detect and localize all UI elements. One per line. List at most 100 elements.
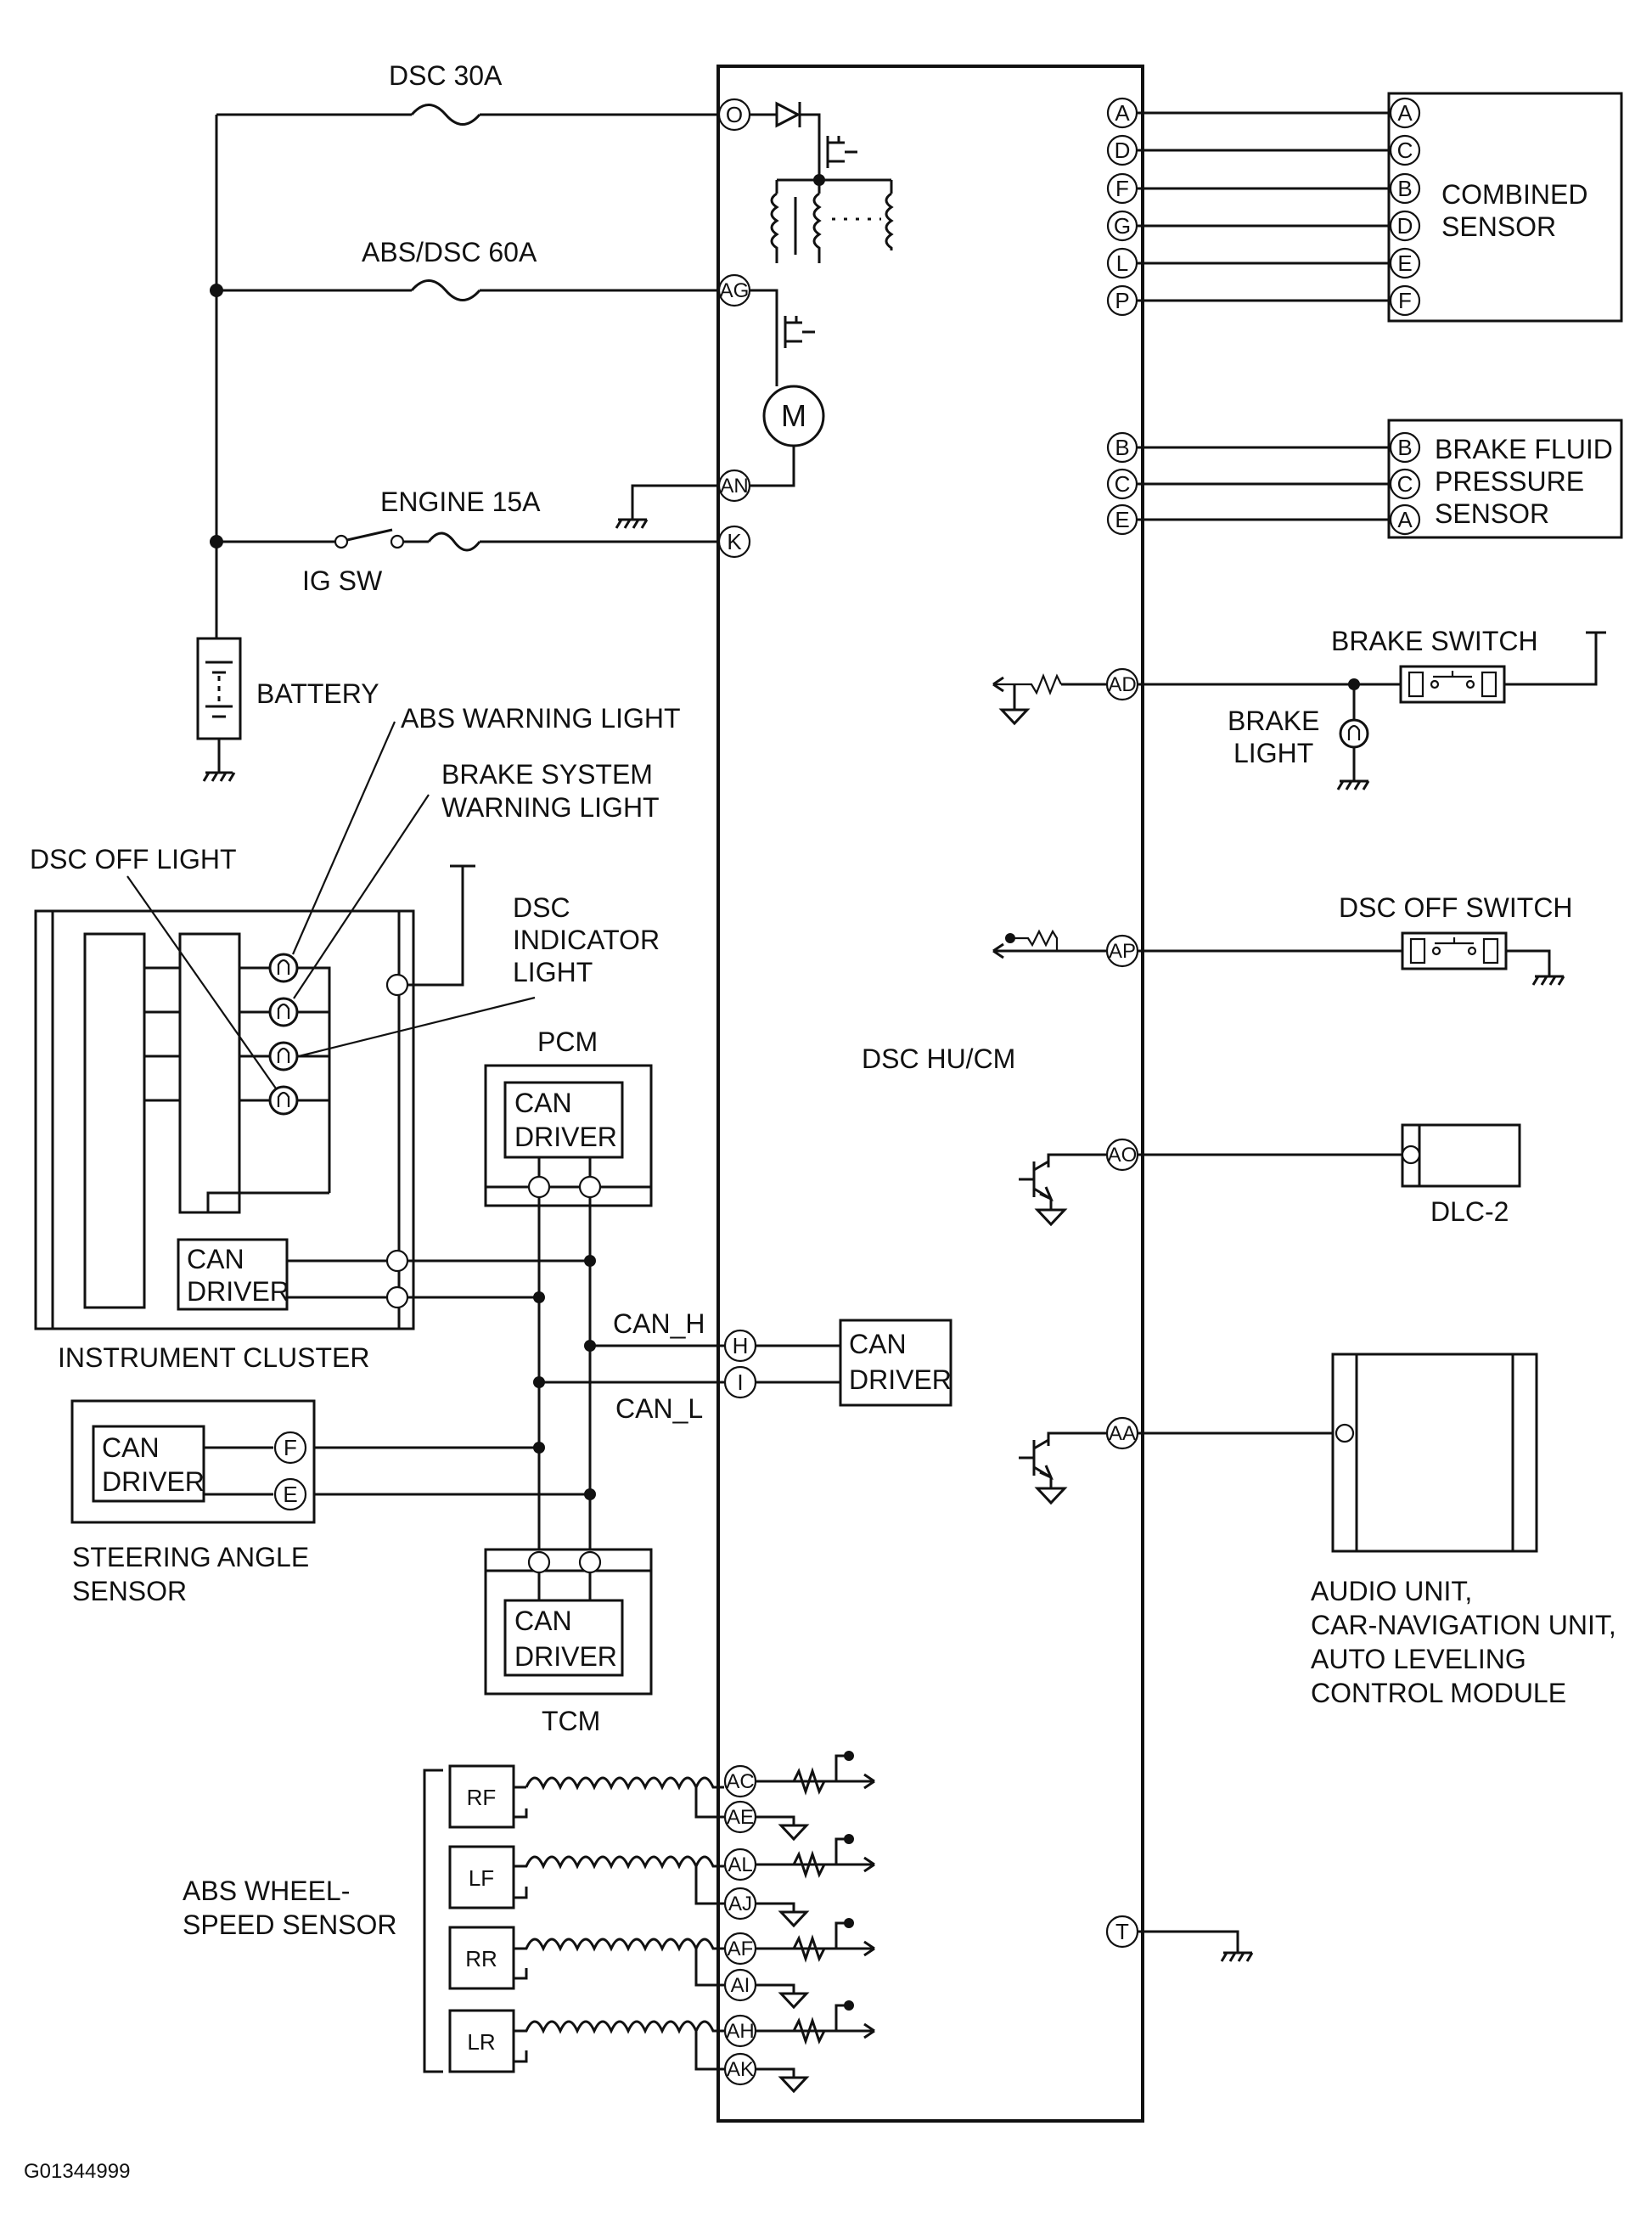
svg-text:AO: AO [1108,1144,1138,1167]
abs-dsc-60a-fuse [410,279,481,301]
svg-text:AJ: AJ [728,1893,752,1915]
wheel-sensor-lf [448,1845,515,1909]
tcm-section: CAN DRIVER TCM [484,1548,653,1736]
svg-text:DRIVER: DRIVER [514,1122,617,1152]
svg-text:DRIVER: DRIVER [849,1364,952,1395]
svg-text:INDICATOR: INDICATOR [513,925,660,955]
solenoid-coil-1 [770,192,779,263]
svg-text:I: I [737,1370,743,1395]
svg-text:SPEED SENSOR: SPEED SENSOR [183,1909,397,1940]
svg-text:D: D [1115,138,1131,163]
abs-wheel-speed-sensor-section: ABS WHEEL- SPEED SENSOR RF LF RR LR AC A… [183,1751,875,2094]
svg-text:H: H [733,1333,749,1358]
svg-text:F: F [284,1435,297,1460]
solenoid-coil-n [885,192,894,250]
dlc-2-section: AO DLC-2 [1019,1123,1521,1227]
svg-text:WARNING LIGHT: WARNING LIGHT [441,792,660,823]
svg-text:DRIVER: DRIVER [514,1641,617,1672]
dsc-hu-cm-label: DSC HU/CM [862,1043,1015,1074]
pcm-label: PCM [537,1026,598,1057]
dsc-indicator-bulb-icon [268,1041,299,1071]
pcm-can-driver-box [503,1081,624,1159]
pcm-section: CAN DRIVER PCM [484,1026,653,1207]
svg-text:F: F [1115,176,1129,201]
svg-text:A: A [1397,100,1413,126]
ad-resistor-icon [993,673,1062,695]
internal-relays: M [615,101,894,529]
svg-text:B: B [1397,176,1412,201]
ig-switch-label: IG SW [302,565,383,596]
svg-text:B: B [1397,435,1412,460]
fuse-dsc-label: DSC 30A [389,60,503,91]
dsc-30a-fuse [410,104,481,126]
instrument-cluster-section: CAN DRIVER INSTRUMENT CLUSTER ABS WARNIN… [30,703,681,1373]
svg-text:CAN: CAN [849,1329,907,1359]
svg-text:C: C [1397,471,1413,497]
svg-text:COMBINED: COMBINED [1441,179,1587,210]
cluster-can-driver-box [177,1238,289,1311]
svg-text:C: C [1115,471,1131,497]
svg-text:A: A [1115,100,1130,126]
svg-text:RR: RR [465,1946,497,1971]
svg-text:STEERING ANGLE: STEERING ANGLE [72,1542,309,1572]
svg-text:G: G [1114,213,1131,239]
svg-text:DRIVER: DRIVER [102,1466,205,1497]
brake-switch-label: BRAKE SWITCH [1331,626,1538,656]
svg-text:C: C [1397,138,1413,163]
combined-sensor-box [1387,92,1623,323]
audio-unit-section: AA AUDIO UNIT, CAR-NAVIGATION UNIT, AUTO… [1019,1353,1616,1708]
unit-left-pins: O AG AN K H I [717,98,757,1399]
svg-text:DRIVER: DRIVER [187,1276,289,1307]
svg-text:SENSOR: SENSOR [1441,211,1556,242]
svg-text:L: L [1116,250,1128,276]
svg-text:AD: AD [1108,673,1136,696]
dsc-off-bulb-icon [268,1085,299,1116]
svg-text:P: P [1115,288,1129,313]
can-bus: CAN_H CAN_L CAN DRIVER [306,1197,952,1554]
svg-text:BRAKE: BRAKE [1228,706,1319,736]
svg-text:LIGHT: LIGHT [513,957,593,987]
unit-can-driver-box [839,1319,952,1407]
tcm-can-driver-box [503,1599,624,1677]
svg-text:AI: AI [731,1974,750,1997]
svg-text:AL: AL [728,1853,752,1876]
tcm-label: TCM [542,1706,600,1736]
svg-text:CONTROL MODULE: CONTROL MODULE [1311,1678,1566,1708]
svg-text:LR: LR [467,2029,495,2055]
dlc-2-label: DLC-2 [1430,1196,1509,1227]
can-l-label: CAN_L [615,1393,703,1424]
svg-text:B: B [1115,435,1129,460]
wheel-sensor-rr [448,1926,515,1990]
svg-text:AP: AP [1109,940,1136,963]
svg-text:AH: AH [726,2020,754,2043]
svg-text:E: E [283,1482,297,1507]
svg-text:K: K [727,529,742,554]
fuse-abs-dsc-label: ABS/DSC 60A [362,237,537,267]
svg-text:E: E [1397,250,1412,276]
brake-fluid-pressure-sensor-section: BRAKE FLUID PRESSURE SENSOR B C E B C A [1106,419,1623,539]
svg-text:LIGHT: LIGHT [1233,738,1313,768]
fuse-engine-label: ENGINE 15A [380,487,541,517]
brake-switch-section: AD BRAKE SWITCH BRAKE LIGHT [992,626,1606,790]
steering-can-driver-box [92,1425,205,1503]
can-h-label: CAN_H [613,1308,705,1339]
svg-text:AE: AE [727,1806,754,1829]
svg-text:LF: LF [469,1865,494,1891]
svg-text:AUTO LEVELING: AUTO LEVELING [1311,1644,1526,1674]
steering-angle-sensor-section: CAN DRIVER F E STEERING ANGLE SENSOR [70,1399,316,1606]
battery-label: BATTERY [256,678,379,709]
dsc-off-switch-section: AP DSC OFF SWITCH [992,892,1573,986]
dsc-hu-cm-block [716,65,1144,2123]
instrument-cluster-label: INSTRUMENT CLUSTER [58,1342,369,1373]
ig-switch [346,528,393,542]
figure-code: G01344999 [24,2160,130,2183]
svg-text:BRAKE FLUID: BRAKE FLUID [1435,434,1613,464]
svg-text:RF: RF [467,1785,497,1810]
svg-text:AN: AN [720,475,748,498]
svg-text:ABS WARNING LIGHT: ABS WARNING LIGHT [401,703,681,734]
svg-text:M: M [781,398,806,433]
svg-text:PRESSURE: PRESSURE [1435,466,1584,497]
engine-15a-fuse [427,532,481,552]
dsc-off-switch-label: DSC OFF SWITCH [1339,892,1573,923]
